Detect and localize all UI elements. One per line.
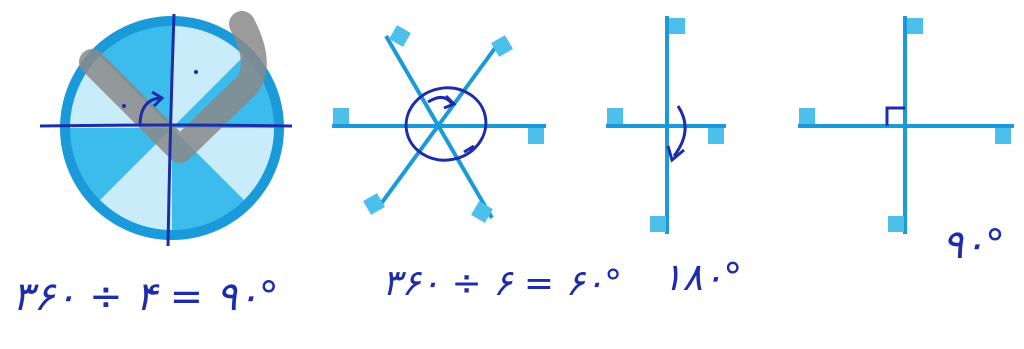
rotation-arrowhead [151, 90, 165, 108]
circle-figure [39, 11, 293, 247]
rotation-arrow [138, 96, 161, 127]
flag [995, 128, 1011, 144]
flag [907, 18, 923, 34]
right-angle-mark [885, 106, 905, 126]
caption-six-arm: ۳۶۰ ÷ ۶ = ۶۰° [382, 263, 622, 304]
flag [650, 216, 666, 232]
rotation-arrow [672, 105, 687, 157]
flag [471, 201, 493, 223]
caption-two-flag: ۱۸۰° [662, 255, 742, 299]
rotation-arrowhead [443, 94, 457, 110]
four-flag-figure [798, 16, 1014, 234]
rotation-tick [463, 144, 475, 154]
circle-light-sector [172, 26, 244, 128]
flag [799, 108, 815, 124]
flag [333, 108, 349, 124]
flag [888, 216, 904, 232]
rotation-loop [404, 86, 488, 162]
flag [669, 18, 685, 34]
circle-vertical-line [166, 13, 176, 247]
circle-horizontal-line [39, 123, 293, 128]
flag [363, 193, 385, 215]
two-flag-figure [606, 16, 726, 234]
flag [389, 25, 411, 47]
rotation-arrowhead [666, 145, 685, 163]
caption-circle: ۳۶۰ ÷ ۴ = ۹۰° [12, 274, 279, 320]
caption-four-flag: ۹۰° [942, 222, 1005, 268]
arm-line [376, 42, 500, 210]
flag [528, 128, 544, 144]
six-arm-figure [332, 25, 546, 223]
flag [708, 128, 724, 144]
flag [491, 35, 513, 57]
flag [607, 108, 623, 124]
gray-highlight-mark [79, 11, 267, 163]
circle-light-sector [100, 128, 172, 230]
pen-dot [194, 70, 198, 74]
pen-dot [122, 104, 126, 108]
